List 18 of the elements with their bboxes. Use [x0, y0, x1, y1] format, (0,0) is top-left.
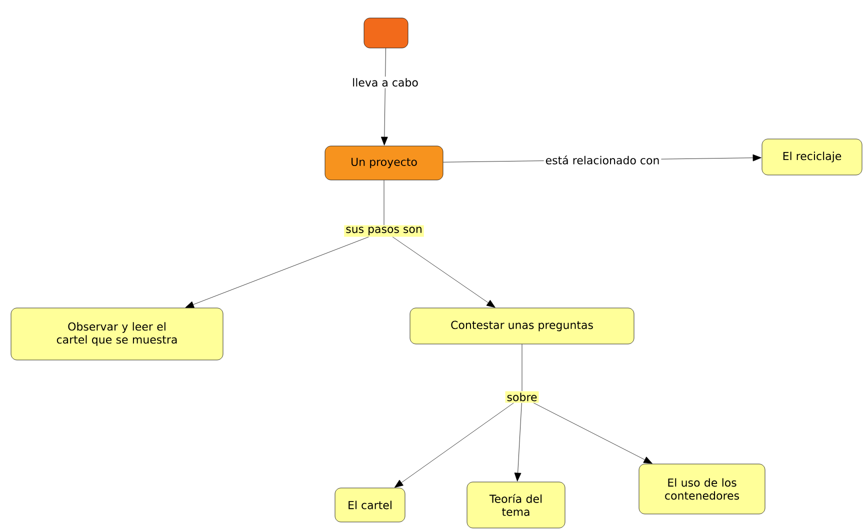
linking-phrase: sobre [505, 391, 539, 403]
arrow [514, 402, 522, 482]
concept-box: Observar y leer el cartel que se muestra [10, 308, 224, 360]
concept-box: El uso de los contenedores [638, 464, 766, 514]
concept-box: Contestar unas preguntas [410, 308, 634, 344]
edge-label: está relacionado con [544, 154, 662, 166]
concept-box: Teoría del tema [466, 482, 566, 528]
edge-label: lleva a cabo [350, 76, 420, 88]
concept-box: El reciclaje [762, 138, 862, 176]
arrow [533, 402, 652, 464]
concept-box: El cartel [334, 488, 406, 522]
linking-phrase: sus pasos son [344, 225, 424, 237]
arrow [392, 236, 496, 308]
concept-box: Un proyecto [324, 146, 444, 180]
concept-box [364, 18, 408, 48]
arrow [185, 236, 369, 308]
arrow [380, 48, 388, 146]
arrow [394, 402, 514, 488]
